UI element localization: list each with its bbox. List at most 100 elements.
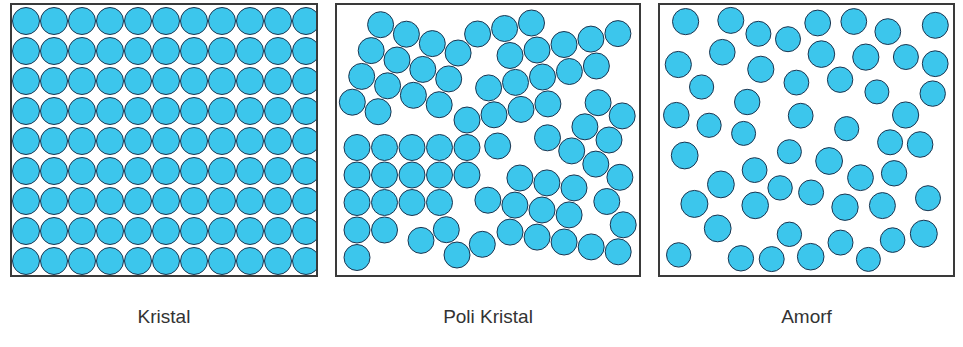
atom xyxy=(583,151,609,177)
atom xyxy=(372,162,398,188)
atom xyxy=(209,158,236,185)
atom xyxy=(433,217,459,243)
atom xyxy=(607,164,633,190)
atom xyxy=(596,127,622,153)
atom xyxy=(454,135,480,161)
atom xyxy=(181,158,208,185)
atom xyxy=(293,188,317,215)
atom xyxy=(181,68,208,95)
atom xyxy=(265,98,292,125)
atom xyxy=(41,158,68,185)
atom xyxy=(609,103,635,129)
atom xyxy=(808,41,835,68)
atom xyxy=(742,158,767,183)
atom xyxy=(41,218,68,245)
atom xyxy=(13,248,40,275)
atom xyxy=(777,140,801,164)
atom xyxy=(209,98,236,125)
atom xyxy=(153,8,180,35)
atom xyxy=(344,245,370,271)
atom xyxy=(344,162,370,188)
atom xyxy=(153,218,180,245)
atom xyxy=(556,202,582,228)
atom xyxy=(610,212,636,238)
atom xyxy=(805,10,831,36)
atom xyxy=(530,64,556,90)
atom xyxy=(920,81,945,106)
atom xyxy=(153,68,180,95)
atom xyxy=(181,218,208,245)
atom xyxy=(265,128,292,155)
atom xyxy=(690,75,714,99)
atom xyxy=(848,165,874,191)
atom xyxy=(835,117,859,141)
atom xyxy=(594,189,620,215)
atom xyxy=(572,114,598,140)
atom xyxy=(209,248,236,275)
atom xyxy=(475,187,501,213)
atom xyxy=(534,170,560,196)
atom xyxy=(13,128,40,155)
atom xyxy=(718,7,744,33)
atom xyxy=(372,190,398,216)
atom xyxy=(368,12,394,38)
atom xyxy=(481,102,507,128)
atom xyxy=(153,248,180,275)
atom xyxy=(788,103,813,128)
atom xyxy=(265,8,292,35)
atom xyxy=(237,218,264,245)
atom xyxy=(181,128,208,155)
atom xyxy=(13,8,40,35)
atom xyxy=(469,231,495,257)
atom xyxy=(125,158,152,185)
atom xyxy=(427,135,453,161)
atom xyxy=(578,234,604,260)
atom xyxy=(583,53,609,79)
atom xyxy=(728,246,753,271)
atom xyxy=(436,66,462,92)
atom xyxy=(427,190,453,216)
atom xyxy=(293,8,317,35)
atom xyxy=(69,188,96,215)
atom xyxy=(41,8,68,35)
atom xyxy=(237,248,264,275)
atom xyxy=(293,128,317,155)
atom xyxy=(97,128,124,155)
atom xyxy=(869,193,895,219)
atom xyxy=(551,32,577,58)
atom xyxy=(69,68,96,95)
atom xyxy=(209,68,236,95)
atom xyxy=(400,82,426,108)
atom xyxy=(916,186,941,211)
atom xyxy=(265,248,292,275)
atom xyxy=(605,21,631,47)
atom xyxy=(508,96,534,122)
atom xyxy=(556,59,582,85)
atom xyxy=(454,107,480,133)
atom xyxy=(97,188,124,215)
atom xyxy=(237,98,264,125)
atom xyxy=(181,38,208,65)
atom xyxy=(732,121,756,145)
atom xyxy=(485,133,511,159)
atom xyxy=(524,224,550,250)
atom xyxy=(393,21,419,47)
structure-label: Poli Kristal xyxy=(443,306,533,328)
atom xyxy=(153,188,180,215)
atom xyxy=(922,12,948,38)
atom xyxy=(816,148,843,175)
atom xyxy=(237,68,264,95)
atom xyxy=(344,135,370,161)
atom xyxy=(293,218,317,245)
atom xyxy=(559,138,585,164)
atom xyxy=(13,158,40,185)
atom xyxy=(841,9,867,35)
atom xyxy=(875,19,901,45)
atom xyxy=(910,220,937,247)
atom xyxy=(13,38,40,65)
atom xyxy=(153,98,180,125)
atom xyxy=(605,239,631,265)
material-panel: Amorf xyxy=(658,3,955,277)
atom xyxy=(881,161,906,186)
atom xyxy=(665,51,691,77)
